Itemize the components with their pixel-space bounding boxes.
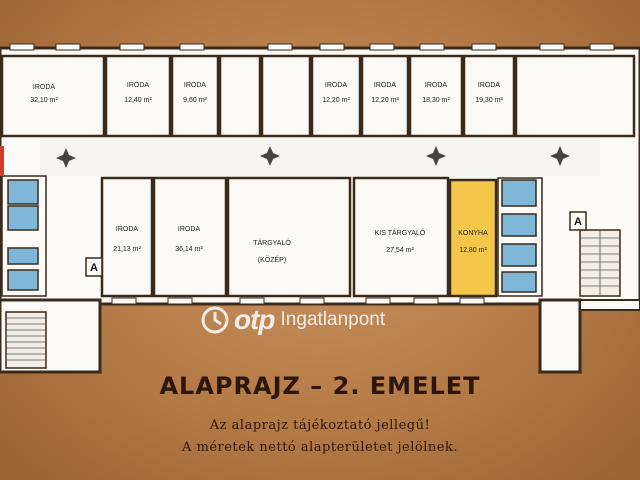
watermark: otp Ingatlanpont <box>200 302 385 338</box>
room-r8 <box>100 176 154 298</box>
room-r1-label: IRODA <box>33 84 56 91</box>
room-r7-area: 19,30 m² <box>475 97 503 104</box>
stair-marker-left-label: A <box>90 262 98 274</box>
room-r6-area: 18,30 m² <box>422 97 450 104</box>
stairs-left <box>5 311 47 369</box>
restroom-right <box>497 177 543 297</box>
room-r11-label: KIS TÁRGYALÓ <box>375 228 426 237</box>
room-r9-area: 36,14 m² <box>175 246 203 253</box>
room-r1-area: 32,10 m² <box>30 97 58 104</box>
watermark-brand: otp <box>234 304 276 335</box>
restroom-left <box>1 175 47 297</box>
room-r4-area: 12,20 m² <box>322 97 350 104</box>
room-r9 <box>152 176 228 298</box>
room-r9-label: IRODA <box>178 226 201 233</box>
room-r4-label: IRODA <box>325 82 348 89</box>
room-r1 <box>0 54 106 138</box>
room-r2-label: IRODA <box>127 82 150 89</box>
room-r12 <box>448 178 498 298</box>
room-labels: IRODA 32,10 m² IRODA 12,40 m² IRODA 9,60… <box>30 82 503 264</box>
room-r8-label: IRODA <box>116 226 139 233</box>
room-r11-area: 27,54 m² <box>386 247 414 254</box>
plan-title: ALAPRAJZ – 2. EMELET <box>159 372 481 400</box>
room-r12-label: KONYHA <box>458 230 488 237</box>
windows-top <box>9 43 615 51</box>
room-r3-area: 9,60 m² <box>183 97 207 104</box>
stair-marker-left: A <box>85 257 103 277</box>
room-r11 <box>352 176 450 298</box>
room-r7 <box>462 54 516 138</box>
right-wing <box>538 298 582 374</box>
room-r7-label: IRODA <box>478 82 501 89</box>
room-r2-area: 12,40 m² <box>124 97 152 104</box>
room-r5 <box>360 54 410 138</box>
stairs-right <box>579 229 621 297</box>
stair-marker-right: A <box>569 211 587 231</box>
room-r4 <box>310 54 362 138</box>
windows-bottom <box>111 297 485 305</box>
plan-note-1: Az alaprajz tájékoztató jellegű! <box>209 418 431 433</box>
room-r3 <box>170 54 220 138</box>
otp-logo-icon <box>201 306 229 334</box>
room-open-right <box>514 54 636 138</box>
stair-marker-right-label: A <box>574 216 582 228</box>
red-marker <box>0 146 4 176</box>
room-r10 <box>226 176 352 298</box>
room-r6 <box>408 54 464 138</box>
room-r5-label: IRODA <box>374 82 397 89</box>
room-r8-area: 21,13 m² <box>113 246 141 253</box>
watermark-tagline: Ingatlanpont <box>280 309 386 330</box>
floor-ornaments <box>56 146 570 168</box>
room-storage-b <box>260 54 312 138</box>
room-r5-area: 12,20 m² <box>371 97 399 104</box>
room-r10-label: TÁRGYALÓ <box>253 238 291 247</box>
room-r12-area: 12,80 m² <box>459 247 487 254</box>
room-r10-area: (KÖZÉP) <box>258 255 286 264</box>
room-r2 <box>104 54 172 138</box>
right-end-block <box>579 299 640 311</box>
room-r3-label: IRODA <box>184 82 207 89</box>
room-r6-label: IRODA <box>425 82 448 89</box>
plan-note-2: A méretek nettó alapterületet jelölnek. <box>182 440 458 455</box>
room-storage-a <box>218 54 262 138</box>
corridor <box>40 140 600 176</box>
